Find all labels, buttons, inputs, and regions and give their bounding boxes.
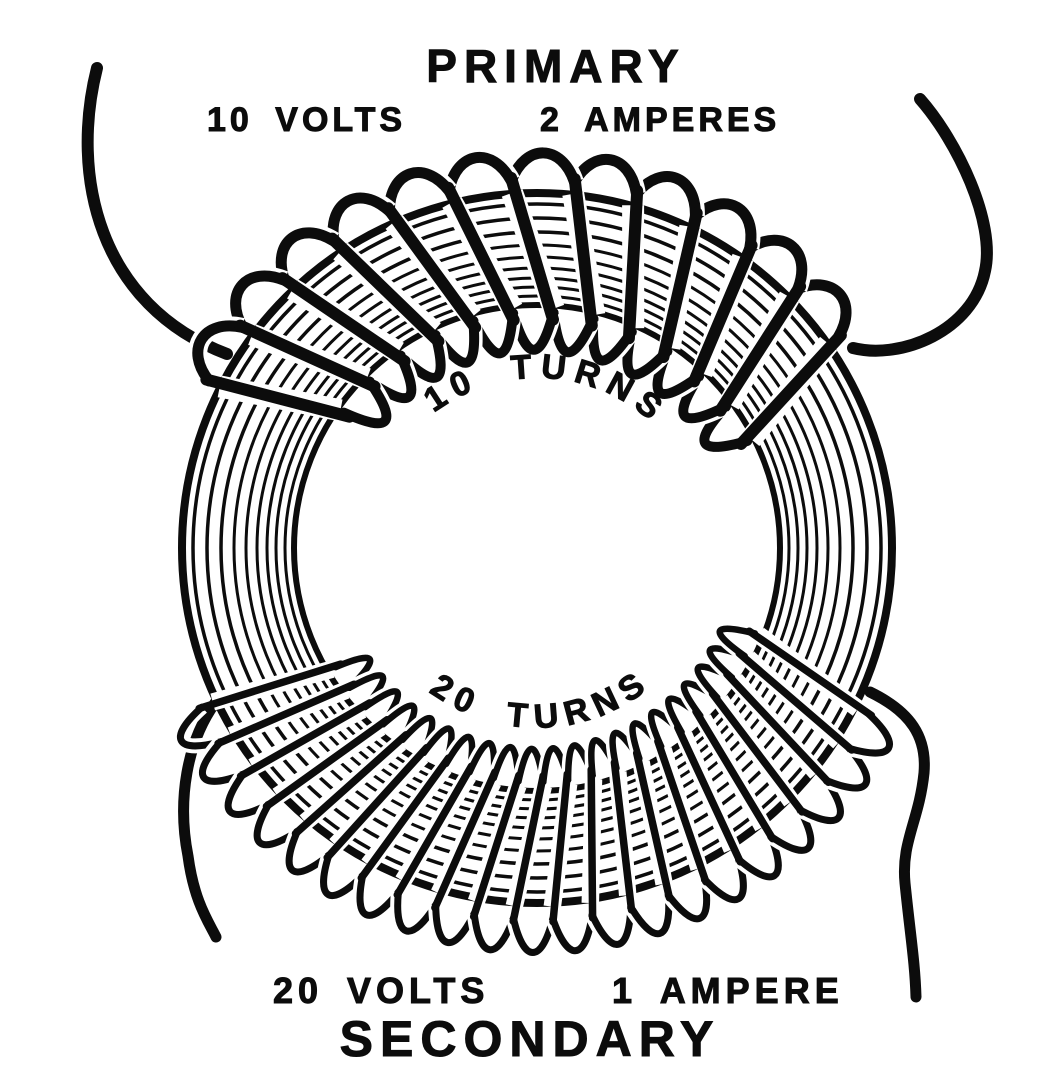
winding-outer-bump — [767, 806, 815, 854]
secondary-lead-left — [175, 697, 224, 943]
winding-outer-bump — [356, 872, 402, 919]
secondary-winding — [173, 622, 897, 960]
winding-turn — [735, 649, 856, 754]
winding-outer-bump — [275, 227, 340, 286]
winding-outer-bump — [735, 832, 782, 881]
winding-turn — [587, 765, 597, 922]
winding-inner-tongue — [716, 625, 759, 660]
secondary-turns-label: 20 TURNS — [424, 661, 658, 736]
winding-outer-bump — [588, 903, 635, 948]
winding-outer-bump — [177, 703, 225, 750]
winding-outer-bump — [224, 770, 273, 818]
winding-outer-bump — [700, 855, 747, 903]
winding-outer-bump — [230, 270, 290, 333]
winding-turn — [505, 171, 559, 326]
winding-outer-bump — [509, 914, 557, 956]
winding-outer-bump — [744, 234, 808, 294]
winding-turn — [692, 707, 777, 843]
winding-turn — [622, 184, 644, 345]
winding-outer-bump — [627, 891, 673, 938]
winding-turn — [688, 239, 758, 388]
secondary-volts-label: 20 VOLTS — [273, 970, 489, 1011]
winding-turn — [568, 172, 598, 332]
winding-outer-bump — [285, 827, 333, 876]
winding-outer-bump — [320, 851, 367, 899]
winding-outer-bump — [568, 153, 642, 200]
winding-turn — [654, 737, 710, 886]
winding-turn — [234, 319, 381, 393]
primary-winding — [188, 143, 856, 456]
winding-outer-bump — [192, 320, 248, 387]
winding-turn — [236, 699, 374, 780]
winding-turn — [382, 202, 482, 334]
primary-volts-label: 10 VOLTS — [207, 101, 406, 139]
winding-outer-bump — [505, 147, 580, 188]
winding-turn — [469, 771, 523, 921]
winding-turn — [214, 680, 358, 748]
winding-outer-bump — [327, 192, 395, 247]
core-lamination-line — [205, 216, 869, 880]
winding-outer-bump — [796, 776, 844, 824]
winding-turn — [262, 716, 391, 811]
secondary-title: SECONDARY — [340, 1011, 721, 1067]
winding-turn — [735, 329, 847, 450]
winding-turn — [195, 660, 345, 713]
lead-wires — [78, 62, 996, 1003]
winding-turn — [610, 758, 636, 914]
winding-outer-bump — [549, 911, 596, 955]
winding-turn — [745, 627, 876, 720]
winding-outer-bump — [630, 171, 701, 222]
winding-turn — [714, 280, 807, 417]
winding-outer-bump — [432, 901, 478, 947]
winding-outer-bump — [689, 198, 757, 254]
secondary-amps-label: 1 AMPERE — [612, 970, 844, 1011]
winding-turn — [393, 762, 476, 899]
toroid-core — [178, 189, 896, 907]
primary-title: PRIMARY — [426, 40, 685, 92]
winding-turn — [200, 373, 356, 423]
winding-outer-bump — [822, 744, 871, 792]
winding-outer-bump — [199, 738, 247, 785]
winding-turn — [674, 723, 745, 866]
winding-outer-bump — [470, 910, 517, 954]
winding-turn — [723, 670, 833, 787]
winding-turn — [326, 232, 445, 348]
winding-turn — [549, 770, 572, 926]
winding-turn — [657, 207, 703, 363]
winding-outer-bump — [664, 875, 711, 923]
winding-turn — [323, 743, 431, 862]
core-outer-edge — [178, 189, 896, 907]
winding-turn — [276, 272, 411, 368]
winding-outer-bump — [792, 279, 852, 343]
primary-lead-right — [847, 93, 996, 360]
winding-inner-tongue — [338, 376, 392, 429]
winding-outer-bump — [443, 151, 517, 197]
winding-turn — [357, 754, 453, 882]
secondary-lead-right — [864, 684, 933, 1003]
winding-turn — [431, 768, 499, 912]
winding-turn — [632, 749, 674, 902]
primary-lead-left — [78, 62, 233, 363]
winding-outer-bump — [383, 167, 455, 217]
winding-outer-bump — [253, 800, 301, 849]
winding-outer-bump — [394, 888, 440, 935]
core-lamination-line — [191, 202, 883, 894]
winding-turn — [291, 730, 410, 838]
primary-amps-label: 2 AMPERES — [540, 101, 780, 139]
winding-turn — [442, 181, 520, 327]
winding-turn — [509, 772, 547, 925]
winding-outer-bump — [845, 710, 893, 757]
winding-turn — [708, 689, 806, 816]
